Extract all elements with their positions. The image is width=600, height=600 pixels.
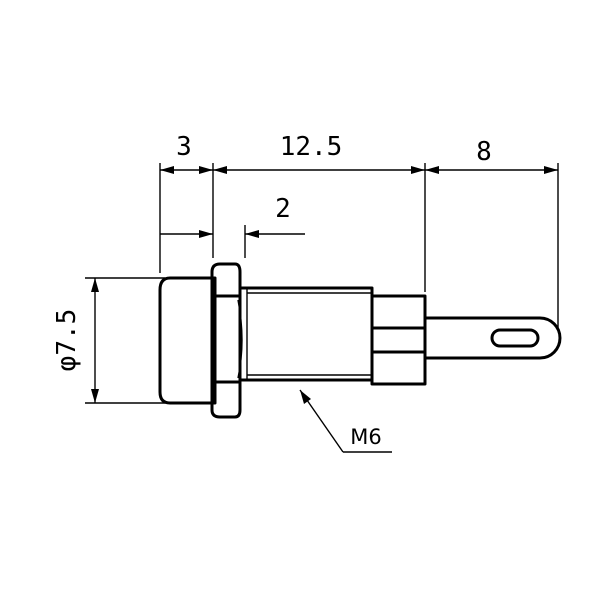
dim-label-pin: 8 bbox=[476, 137, 492, 167]
lug-hole bbox=[490, 328, 540, 348]
solder-lug bbox=[423, 316, 562, 360]
extension-lines bbox=[85, 163, 559, 404]
terminal-block bbox=[370, 294, 427, 386]
dim-label-diameter: φ7.5 bbox=[52, 309, 82, 372]
thread-body bbox=[238, 286, 374, 382]
hex-nut bbox=[210, 262, 242, 419]
dim-label-nut: 2 bbox=[275, 194, 291, 224]
part-outline bbox=[158, 262, 562, 419]
dimension-lines bbox=[91, 166, 558, 453]
dim-label-body: 3 bbox=[176, 132, 192, 162]
thread-label: M6 bbox=[350, 425, 381, 449]
cap-body bbox=[158, 276, 217, 405]
dim-label-main: 12.5 bbox=[280, 132, 343, 162]
